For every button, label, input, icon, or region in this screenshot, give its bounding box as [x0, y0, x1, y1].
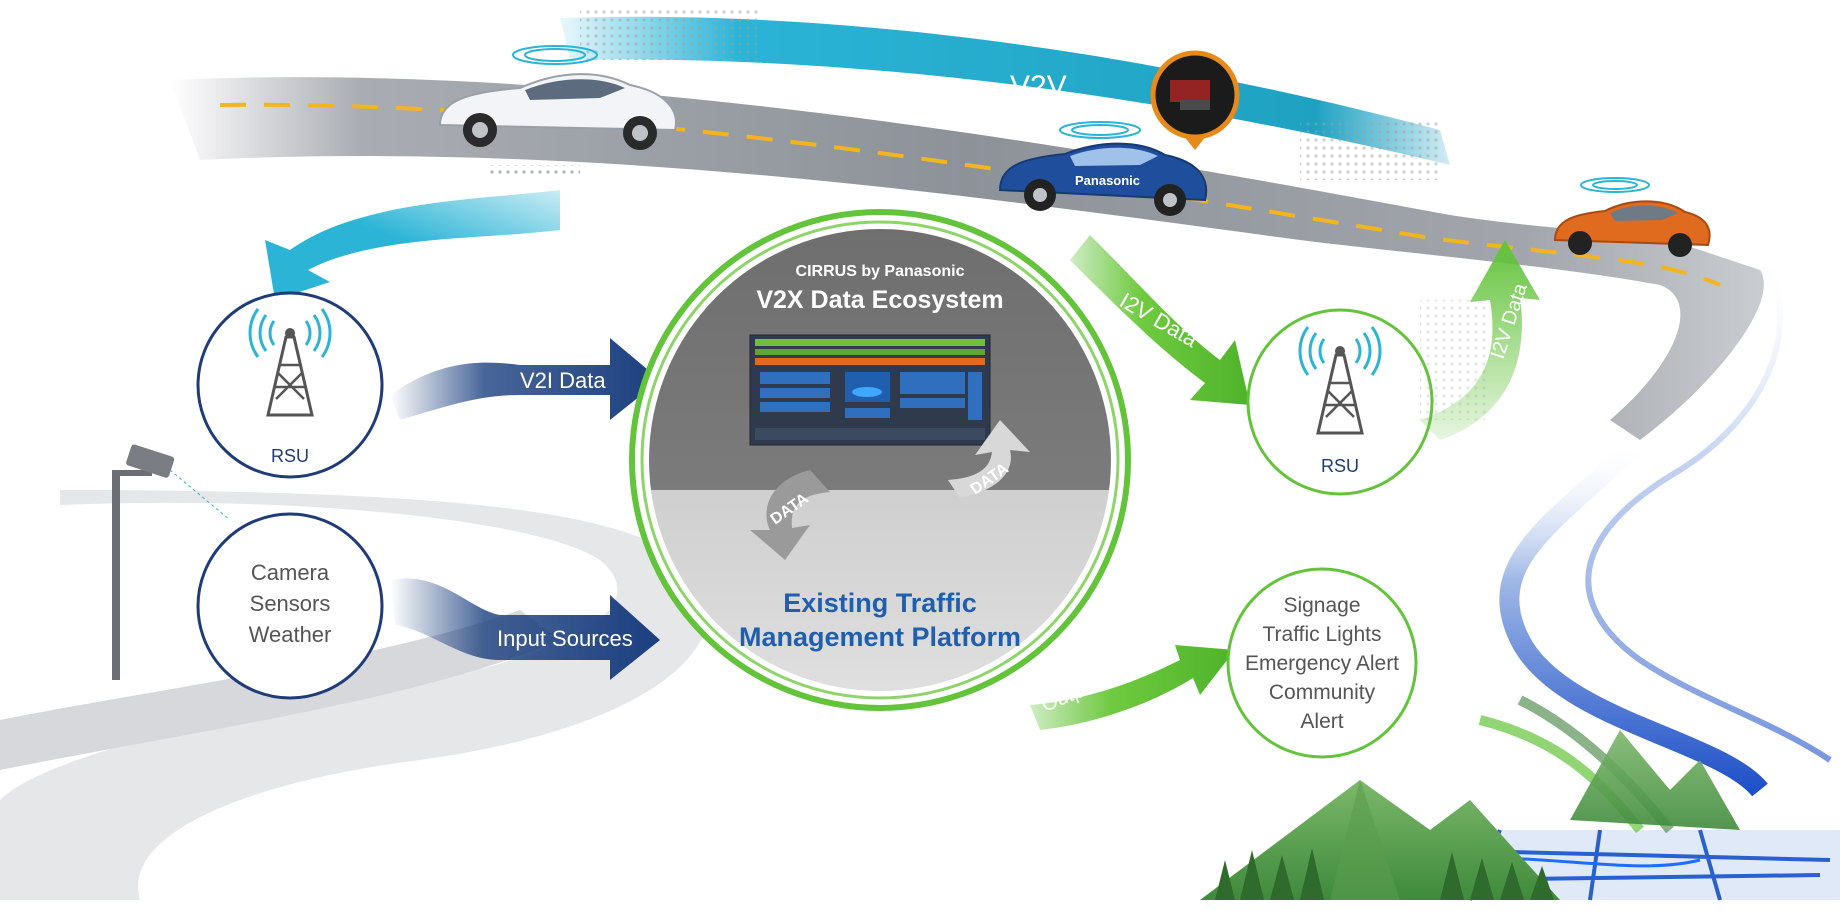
v2i-top-arrow: [265, 190, 560, 300]
rsu-tower-icon: [1298, 326, 1382, 435]
inputs-line-3: Weather: [249, 622, 332, 647]
v2v-label: V2V: [1010, 70, 1067, 103]
v2v-dots-left: [580, 10, 760, 60]
outputs-line-3: Emergency Alert: [1245, 652, 1399, 675]
blue-road: [1499, 432, 1768, 797]
outputs-line-2: Traffic Lights: [1262, 623, 1381, 646]
platform-brand: CIRRUS by Panasonic: [796, 263, 965, 280]
architecture-screenshot: [749, 334, 991, 446]
security-camera-icon: [112, 444, 231, 680]
mountain-icon: [1200, 730, 1740, 900]
platform-circle: CIRRUS by Panasonic V2X Data Ecosystem D…: [629, 209, 1131, 711]
outputs-node: Signage Traffic Lights Emergency Alert C…: [1226, 567, 1418, 759]
blue-road-edge: [1585, 248, 1832, 763]
platform-lower-title-2: Management Platform: [739, 622, 1021, 652]
i2v-right-arrow: [1420, 240, 1540, 440]
input-sources-label: Input Sources: [497, 626, 633, 651]
car-brand-label: Panasonic: [1075, 173, 1140, 188]
i2v-dots: [1420, 300, 1490, 420]
panasonic-car: Panasonic: [998, 121, 1208, 216]
platform-lower-title-1: Existing Traffic: [783, 588, 977, 618]
car-interior-callout: [1150, 50, 1240, 150]
input-sources-arrow: [390, 578, 660, 680]
v2v-band: [560, 16, 1450, 165]
inputs-line-1: Camera: [251, 560, 330, 585]
main-road: [170, 77, 1764, 441]
v2i-mid-label: V2I Data: [520, 368, 606, 393]
white-car: [438, 45, 677, 177]
rsu-right-node: RSU: [1246, 308, 1434, 496]
data-arrow-right: [948, 420, 1030, 498]
inputs-node: Camera Sensors Weather: [196, 512, 384, 700]
rsu-left-node: RSU: [196, 291, 384, 479]
outputs-line-5: Alert: [1300, 710, 1343, 733]
rsu-left-label: RSU: [271, 446, 309, 466]
rsu-right-label: RSU: [1321, 456, 1359, 476]
v2v-dots-right: [1300, 120, 1440, 180]
inputs-line-2: Sensors: [250, 591, 331, 616]
outputs-line-4: Community: [1269, 681, 1376, 704]
data-arrow-left: [750, 470, 830, 560]
output-sources-arrow: [1030, 645, 1235, 730]
rsu-tower-icon: [248, 308, 332, 417]
outputs-line-1: Signage: [1283, 594, 1360, 617]
i2v-mid-arrow: [1070, 235, 1250, 405]
platform-title: V2X Data Ecosystem: [756, 286, 1003, 314]
orange-car: [1553, 177, 1711, 257]
v2i-mid-arrow: [390, 338, 660, 420]
